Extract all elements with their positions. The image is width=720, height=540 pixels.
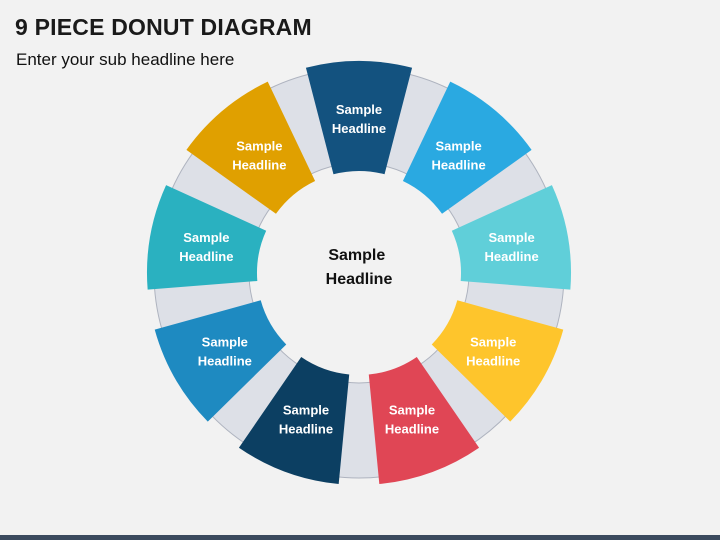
segment-2 (402, 81, 532, 214)
page-subtitle: Enter your sub headline here (16, 50, 235, 69)
segment-6 (238, 357, 350, 485)
bottom-accent-bar (0, 535, 720, 540)
segment-3-label-line2: Headline (485, 249, 539, 264)
segment-4-label-line2: Headline (466, 354, 520, 369)
segment-5 (368, 357, 480, 485)
segment-3-label-line1: Sample (488, 230, 534, 245)
segment-3 (451, 185, 572, 290)
segment-7-label-line2: Headline (198, 354, 252, 369)
center-label-line1: Sample (328, 247, 385, 264)
segment-1-label-line1: Sample (336, 102, 382, 117)
segment-9-label-line2: Headline (232, 157, 286, 172)
segment-9 (186, 81, 316, 214)
center-label-line2: Headline (326, 271, 393, 288)
segment-2-label-line1: Sample (435, 138, 481, 153)
segment-6-label-line1: Sample (283, 403, 329, 418)
segment-2-label-line2: Headline (432, 157, 486, 172)
segment-7 (154, 300, 287, 422)
segment-layer (146, 60, 572, 485)
segment-1-label-line2: Headline (332, 121, 386, 136)
segment-4 (431, 300, 564, 422)
segment-5-label-line2: Headline (385, 422, 439, 437)
segment-8-label-line1: Sample (183, 230, 229, 245)
segment-8-label-line2: Headline (179, 249, 233, 264)
segment-9-label-line1: Sample (236, 138, 282, 153)
center-label: Sample Headline (326, 247, 393, 288)
segment-7-label-line1: Sample (202, 335, 248, 350)
page-title: 9 PIECE DONUT DIAGRAM (15, 14, 312, 40)
segment-6-label-line2: Headline (279, 422, 333, 437)
segment-4-label-line1: Sample (470, 335, 516, 350)
segment-8 (146, 185, 267, 290)
segment-5-label-line1: Sample (389, 403, 435, 418)
segment-1 (305, 60, 413, 175)
